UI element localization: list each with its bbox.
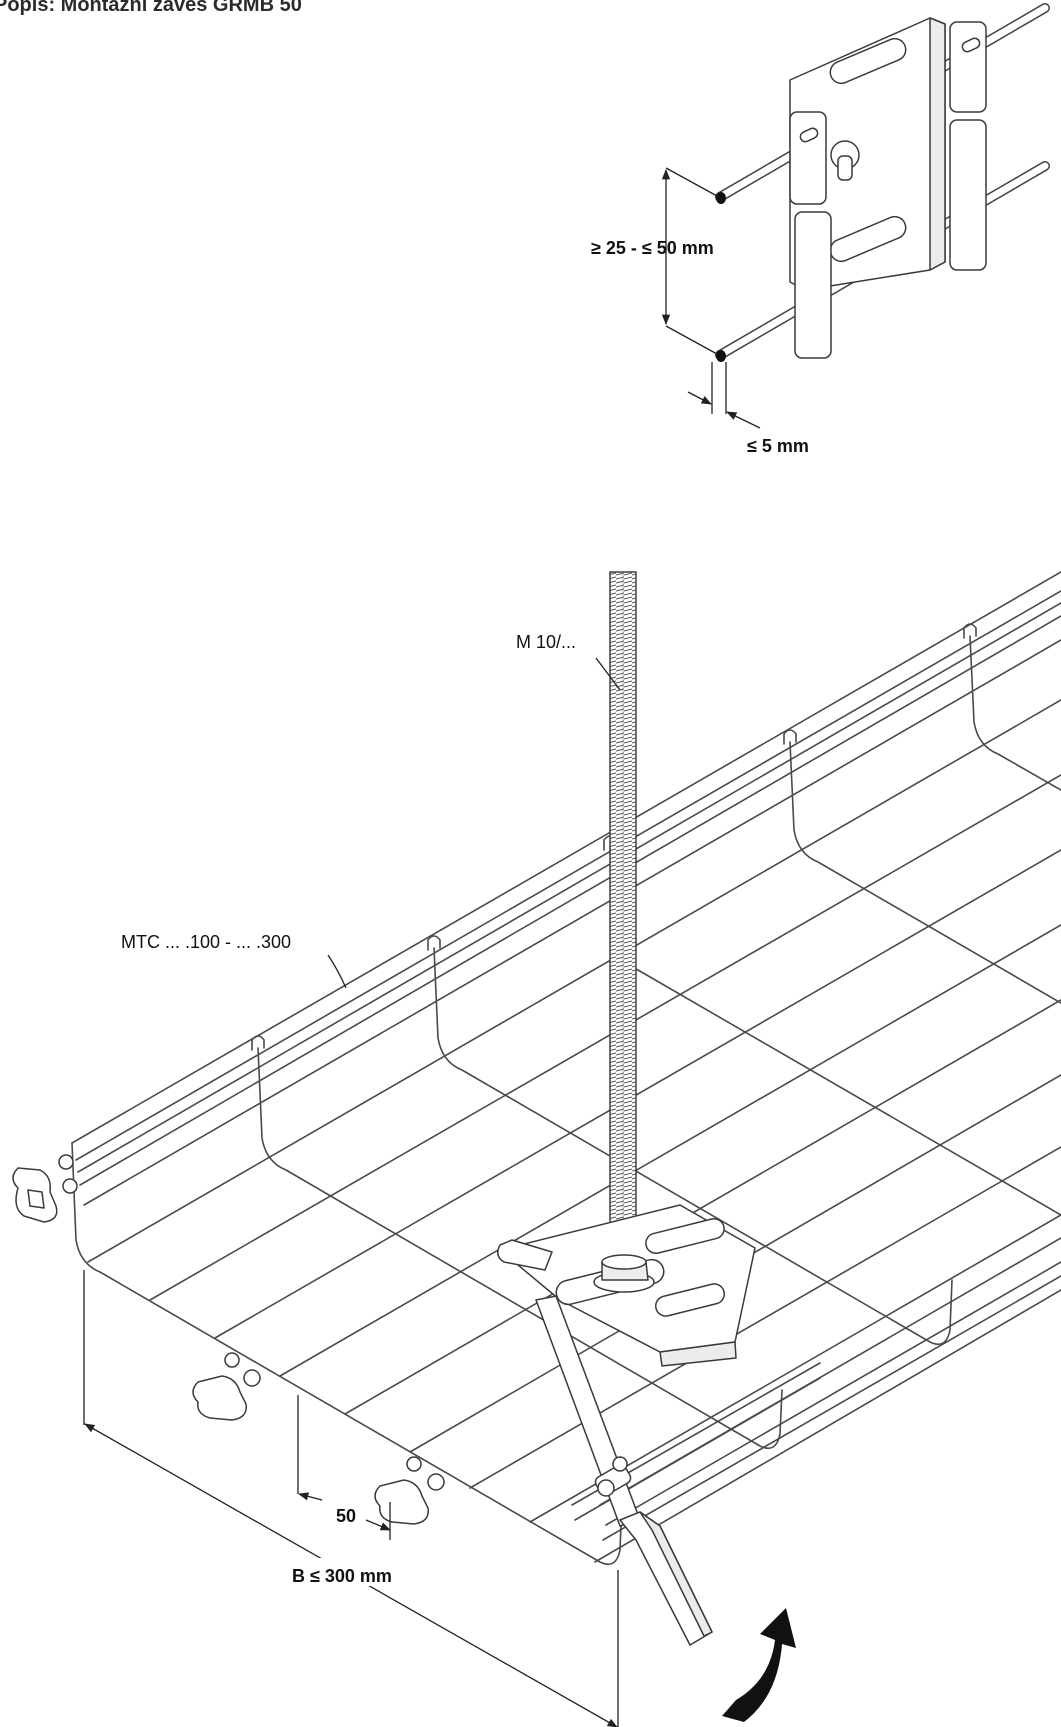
spacing-label: ≥ 25 - ≤ 50 mm [591,238,714,258]
tray-coupler-bottom-2 [374,1456,445,1525]
wire-diameter-dimension: ≤ 5 mm [687,362,809,456]
rotation-arrow-icon [722,1608,796,1722]
offset-label: 50 [336,1506,356,1526]
rod-callout: M 10/... [516,632,621,691]
tray-coupler-bottom-1 [192,1352,261,1421]
slot-top [829,37,907,85]
clamp-tab-lower-left [794,211,832,359]
tray-coupler-left [12,1154,78,1223]
bracket-tab [497,1239,553,1271]
rod-label: M 10/... [516,632,576,652]
clamp-tab-upper-right [949,21,987,113]
clamp-tab-lower-right [949,119,987,271]
wire-diameter-label: ≤ 5 mm [747,436,809,456]
spacing-dimension: ≥ 25 - ≤ 50 mm [591,167,718,355]
clamp-lever [594,1456,713,1646]
width-label: B ≤ 300 mm [292,1566,392,1586]
page-title: Popis: Montážní závěs GRMB 50 [0,0,302,16]
bracket-slot-rear [645,1217,725,1255]
threaded-rod [609,571,637,1233]
main-view: M 10/... MTC ... .100 - ... .300 50 B ≤ … [12,571,1061,1727]
detail-view: ≥ 25 - ≤ 50 mm ≤ 5 mm [591,3,1050,456]
tray-label: MTC ... .100 - ... .300 [121,932,291,952]
offset-dimension: 50 [297,1395,391,1540]
tray-callout: MTC ... .100 - ... .300 [121,932,347,989]
cross-wires [71,635,1061,1566]
clamp-tab-upper-left [789,111,827,205]
width-dimension: B ≤ 300 mm [83,1270,619,1727]
